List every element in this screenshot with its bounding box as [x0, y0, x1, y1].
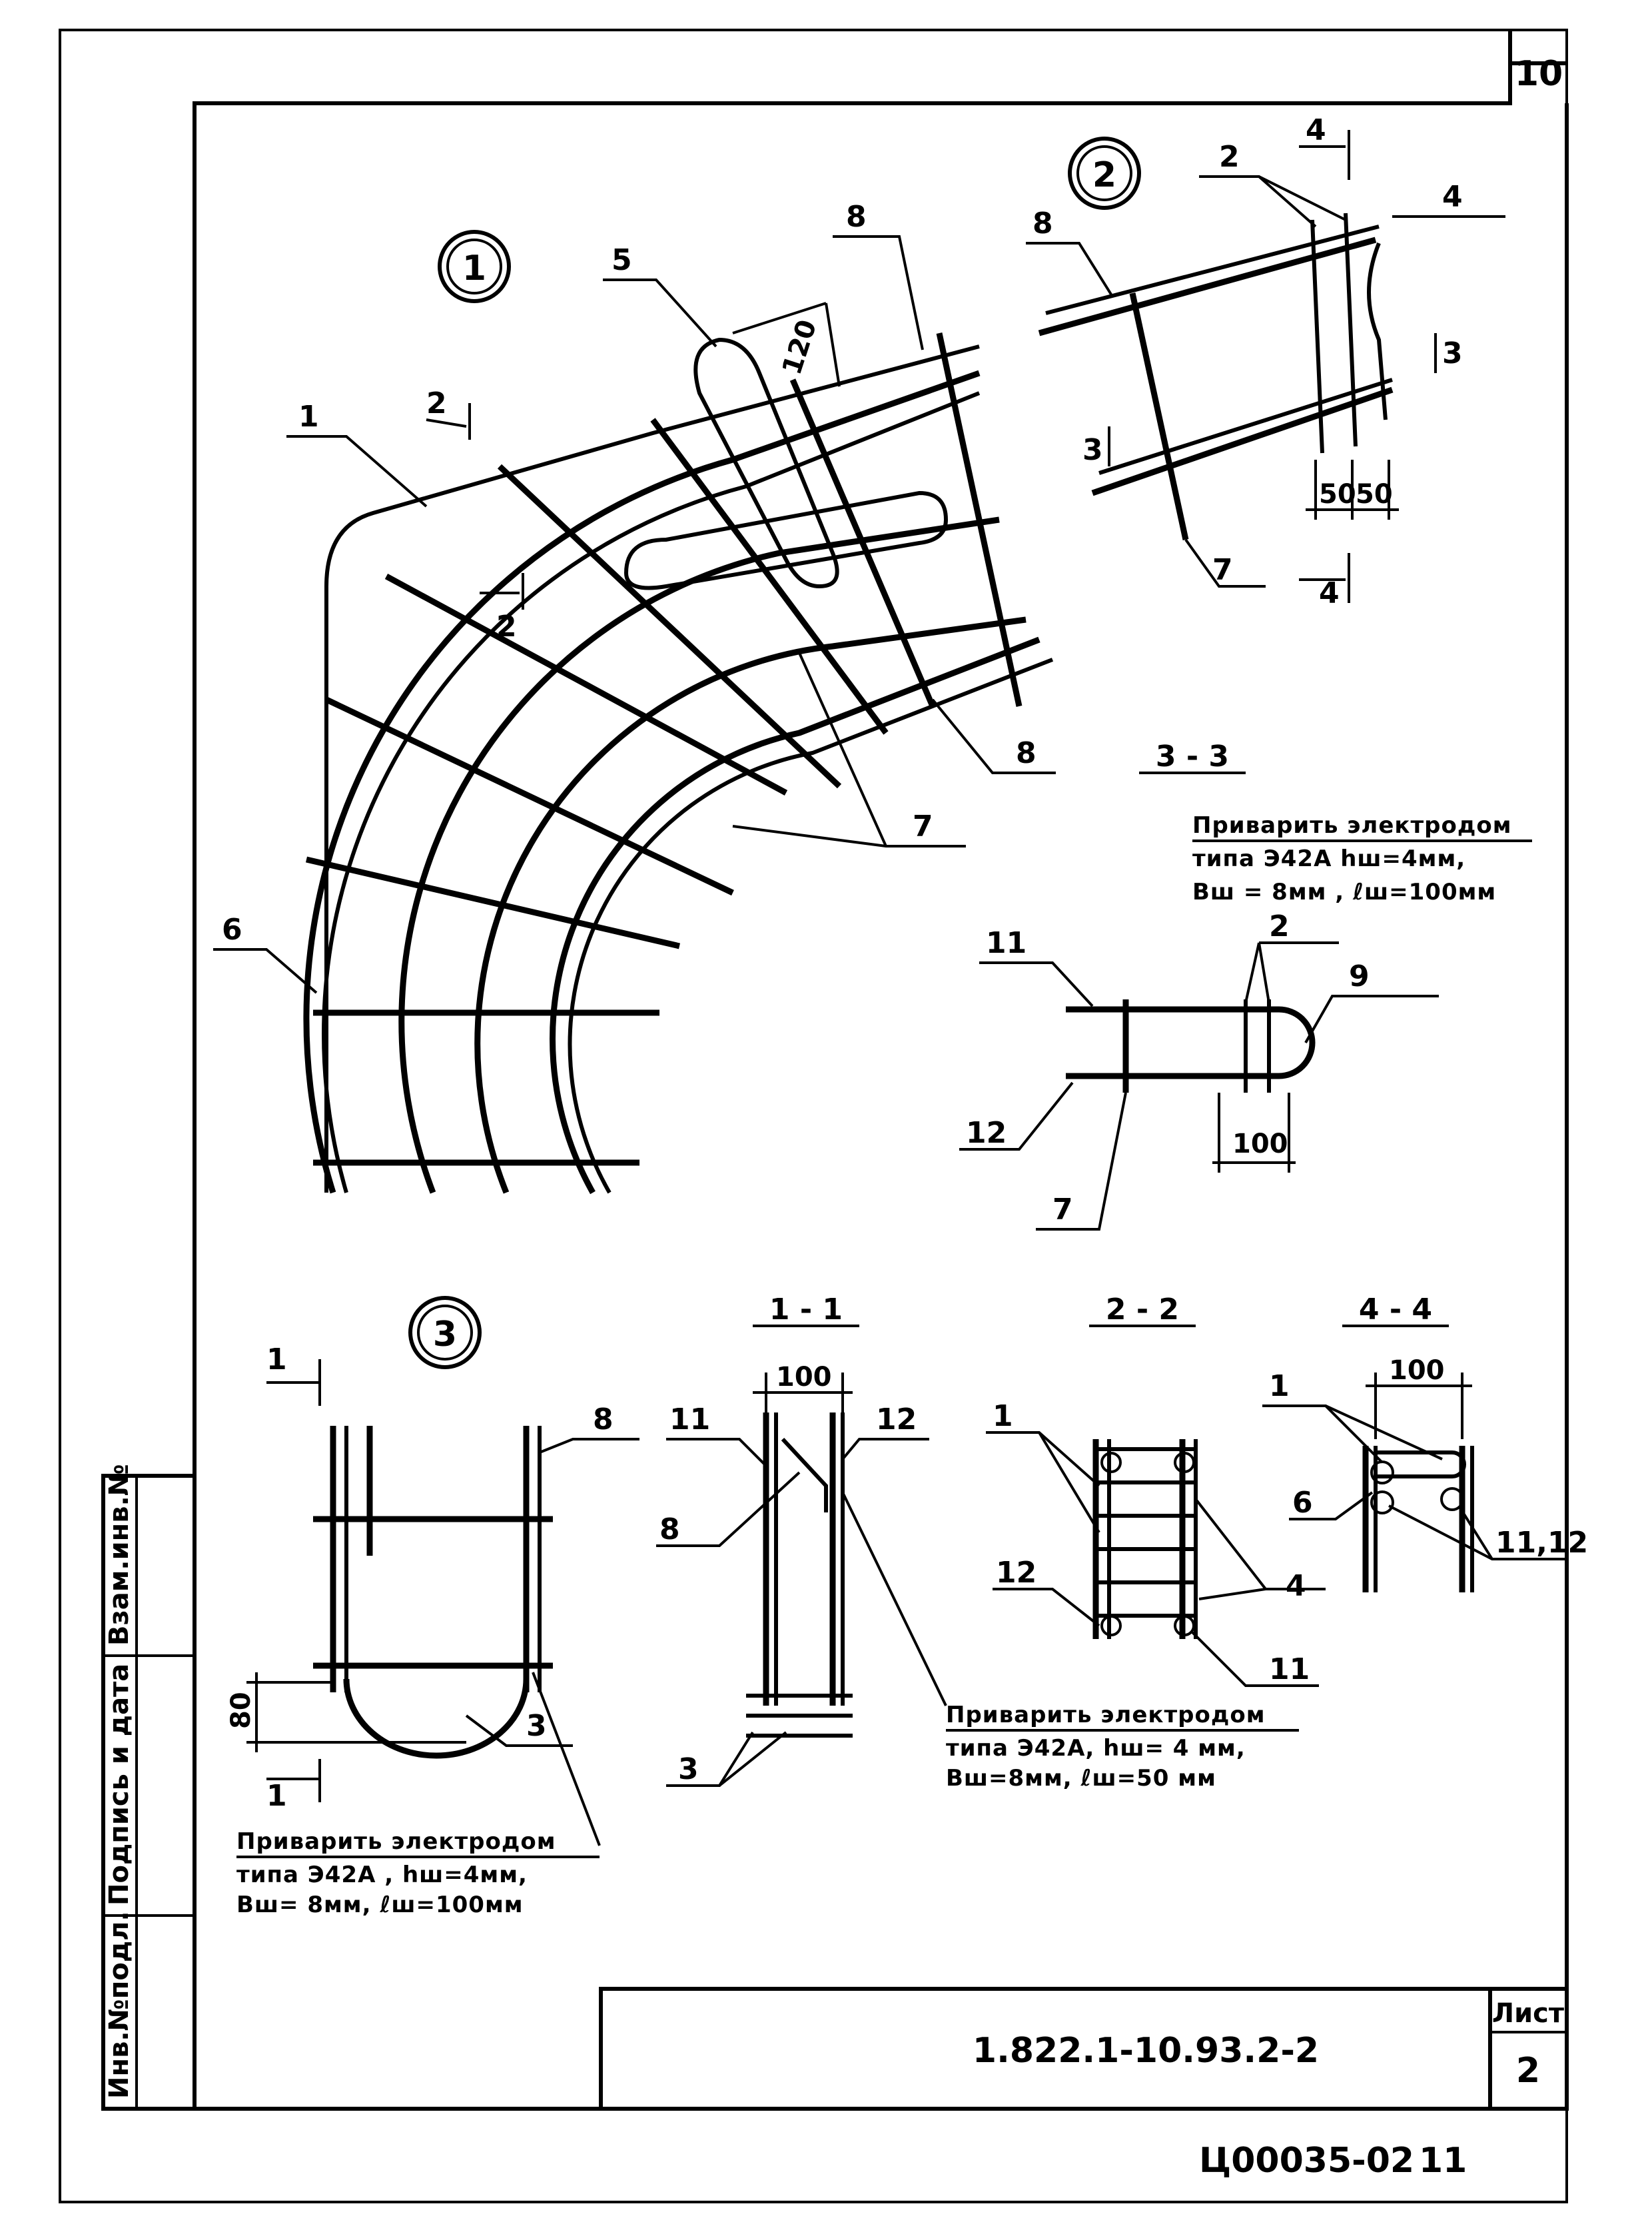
sec11-callout-11: 11 [669, 1402, 710, 1436]
v1-callout-5: 5 [612, 243, 632, 277]
rail-2 [398, 516, 1000, 1194]
sec33-callout-2: 2 [1269, 909, 1290, 943]
sec22-callout-12: 12 [996, 1556, 1036, 1590]
sec44-callout-11-12: 11,12 [1495, 1526, 1588, 1560]
v2-dim-50a: 50 [1319, 479, 1356, 510]
sec44-callout-1: 1 [1269, 1369, 1290, 1403]
sec33-note-1: Приварить электродом [1192, 812, 1511, 839]
sec22-callout-1: 1 [993, 1399, 1013, 1433]
rail-1 [303, 370, 981, 1194]
section-1-1: 1 - 1 100 11 12 8 3 Приварить электродом… [656, 1293, 1299, 1792]
inner-frame [193, 61, 1567, 2109]
sec33-title: 3 - 3 [1156, 740, 1229, 774]
sec22-callout-4: 4 [1286, 1569, 1306, 1603]
node-1-circle [438, 230, 511, 303]
v2-callout-3a: 3 [1442, 336, 1463, 370]
sec33-dim-100: 100 [1232, 1129, 1288, 1159]
v1-dim-120: 120 [777, 316, 823, 378]
section-3-3: 3 - 3 Приварить электродом типа Э42А hш=… [959, 740, 1532, 1231]
archive-code: Ц00035-02 [1199, 2141, 1414, 2181]
v2-callout-7: 7 [1212, 553, 1233, 587]
outer-guard-rail [324, 344, 980, 1193]
sec11-dim-100: 100 [776, 1362, 832, 1393]
section-4-4: 4 - 4 100 1 6 11,12 [1262, 1293, 1588, 1592]
loop-connector-2 [623, 490, 949, 590]
sec11-callout-8: 8 [659, 1512, 680, 1546]
sec33-note-2: типа Э42А hш=4мм, [1192, 845, 1465, 872]
sec11-callout-3: 3 [678, 1752, 699, 1786]
corner-number: 10 [1515, 54, 1563, 94]
v2-strap [1129, 292, 1189, 540]
v3-callout-1a: 1 [266, 1343, 287, 1377]
view-3: 3 1 1 8 3 80 Приварить электродом типа Э… [226, 1296, 639, 1918]
node-2-label: 2 [1092, 155, 1116, 195]
sec33-callout-11: 11 [986, 926, 1027, 960]
v1-callout-8b: 8 [1016, 736, 1036, 770]
title-block: 1.822.1-10.93.2-2 Лист 2 [599, 1987, 1569, 2111]
sec44-title: 4 - 4 [1359, 1293, 1432, 1327]
v2-callout-4-top: 4 [1306, 113, 1326, 147]
sec11-note-3: Вш=8мм, ℓш=50 мм [946, 1765, 1216, 1792]
sec44-dim-100: 100 [1389, 1355, 1445, 1386]
rail-3 [474, 616, 1027, 1194]
sec22-title: 2 - 2 [1106, 1293, 1179, 1327]
sec33-callout-12: 12 [966, 1116, 1007, 1150]
designation: 1.822.1-10.93.2-2 [973, 2031, 1319, 2071]
sec33-loop-9 [1266, 1006, 1316, 1079]
node-3-label: 3 [433, 1315, 457, 1355]
node-3-circle [408, 1296, 482, 1369]
view-2: 2 2 4 4 4 7 8 3 3 50 50 [1026, 113, 1505, 610]
sec11-title: 1 - 1 [769, 1293, 843, 1327]
sec33-note-3: Вш = 8мм , ℓш=100мм [1192, 879, 1496, 905]
v1-callout-8a: 8 [846, 200, 867, 234]
v1-callout-1: 1 [298, 400, 319, 434]
sec33-callout-9: 9 [1349, 959, 1370, 993]
v3-note-2: типа Э42А , hш=4мм, [236, 1862, 528, 1888]
v3-dim-80: 80 [226, 1692, 256, 1729]
v2-callout-3b: 3 [1082, 433, 1103, 467]
sheet-number: 2 [1516, 2051, 1540, 2091]
sec11-callout-12: 12 [876, 1402, 917, 1436]
v3-bend-3 [343, 1678, 530, 1759]
v3-note-1: Приварить электродом [236, 1828, 556, 1855]
loop-connector-5 [693, 337, 839, 589]
v2-callout-4: 4 [1442, 180, 1463, 214]
view-1: 1 1 2 2 5 [213, 200, 1056, 1195]
v3-callout-3: 3 [526, 1709, 547, 1743]
v1-callout-7: 7 [913, 810, 933, 843]
stamp-vzam: Взам.инв.№ [104, 1464, 135, 1646]
v3-callout-8: 8 [593, 1402, 614, 1436]
v2-rail-lower [1091, 386, 1394, 496]
section-2-2: 2 - 2 1 4 12 11 [986, 1293, 1326, 1687]
cross-straps [305, 332, 1023, 1166]
stamp-inv-podl: Инв.№подл. [104, 1911, 135, 2099]
v1-callout-2b: 2 [496, 610, 517, 644]
sec11-note-2: типа Э42А, hш= 4 мм, [946, 1735, 1246, 1762]
v2-rail-upper [1038, 237, 1377, 336]
sec33-callout-7: 7 [1052, 1193, 1073, 1227]
v3-note-3: Вш= 8мм, ℓш=100мм [236, 1892, 524, 1918]
v1-callout-2a: 2 [426, 386, 447, 420]
node-1-label: 1 [462, 249, 486, 288]
v2-callout-2: 2 [1219, 140, 1240, 174]
v3-callout-1b: 1 [266, 1779, 287, 1813]
sheet-label: Лист [1492, 1998, 1565, 2029]
v2-dim-50b: 50 [1356, 479, 1393, 510]
side-stamp: Инв.№подл. Подпись и дата Взам.инв.№ [101, 1464, 197, 2111]
rail-4 [550, 636, 1040, 1195]
sec44-callout-6: 6 [1292, 1486, 1313, 1520]
sec11-note-1: Приварить электродом [946, 1702, 1265, 1728]
sec22-callout-11: 11 [1269, 1652, 1310, 1686]
stamp-podpis: Подпись и дата [104, 1664, 135, 1906]
v2-callout-4-bot: 4 [1319, 576, 1340, 610]
node-2-circle [1068, 137, 1141, 210]
v1-callout-6: 6 [222, 913, 242, 947]
v2-callout-8: 8 [1032, 207, 1053, 241]
archive-page: 11 [1419, 2141, 1467, 2181]
